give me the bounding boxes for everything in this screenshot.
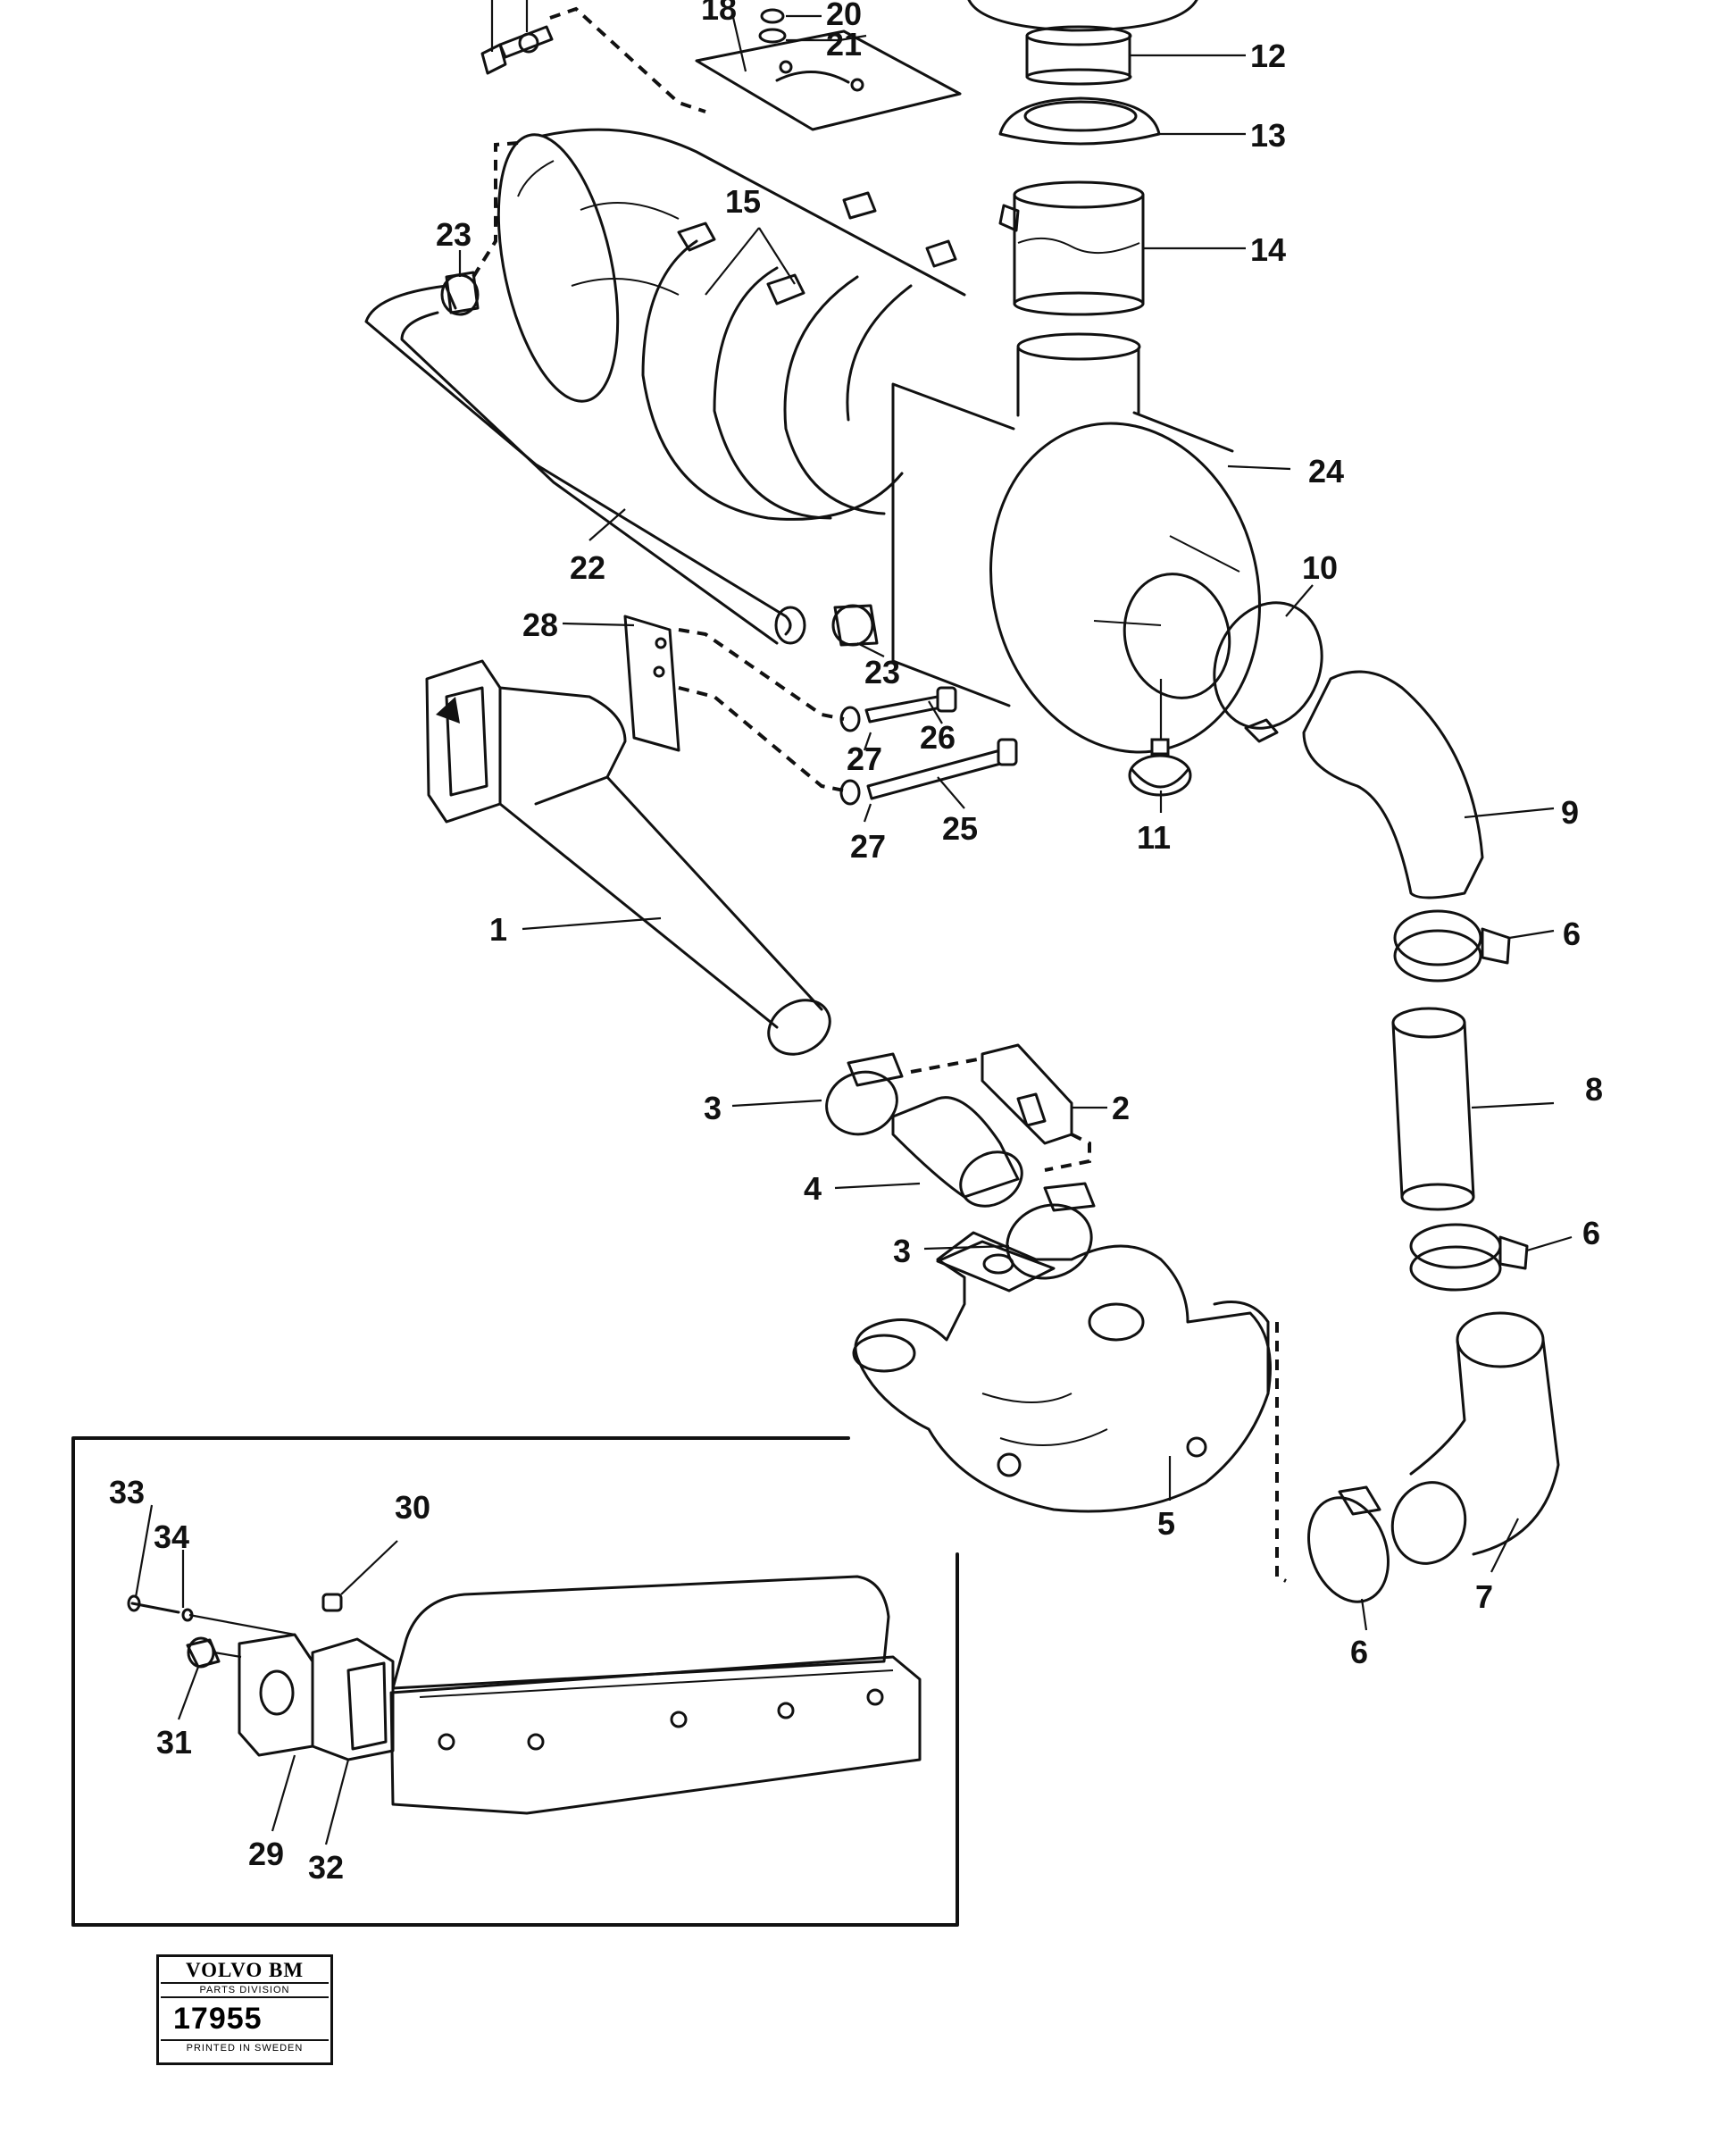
callout-31: 31 [156,1724,192,1761]
callout-28: 28 [522,607,558,643]
callout-9: 9 [1561,794,1579,831]
callout-12: 12 [1250,38,1286,74]
turbocharger-assembly [825,1043,1272,1513]
callout-27-upper: 27 [847,740,882,777]
callout-6-lower: 6 [1350,1634,1368,1670]
callout-15: 15 [725,183,761,220]
callout-14: 14 [1250,231,1286,268]
stamp-division: PARTS DIVISION [161,1984,329,1998]
callout-11: 11 [1137,819,1171,856]
callout-21: 21 [826,26,862,63]
callout-numbers: 18 20 21 12 13 14 15 23 24 22 10 28 23 2… [109,0,1603,1886]
callout-7: 7 [1475,1578,1493,1615]
callout-10: 10 [1302,549,1338,586]
intake-pipe-assembly [425,615,1018,1056]
callout-27-lower: 27 [850,828,886,865]
dust-valve-11 [1128,679,1192,797]
callout-13: 13 [1250,117,1286,154]
callout-29: 29 [248,1836,284,1872]
air-cleaner-assembly [472,0,1261,754]
callout-22: 22 [570,549,605,586]
callout-2: 2 [1112,1090,1130,1126]
callout-3-upper: 3 [704,1090,722,1126]
stamp-brand: VOLVO BM [161,1959,329,1984]
callout-30: 30 [395,1489,430,1526]
callout-23-lower: 23 [864,654,900,690]
callout-34: 34 [154,1518,189,1555]
callout-18: 18 [701,0,737,27]
stamp-number: 17955 [161,1998,329,2041]
callout-32: 32 [308,1849,344,1886]
inset-manifold-detail [71,1436,959,1927]
callout-23-upper: 23 [436,216,472,253]
callout-1: 1 [489,911,507,948]
callout-8: 8 [1585,1071,1603,1108]
callout-4: 4 [804,1170,822,1207]
callout-6-middle: 6 [1582,1215,1600,1251]
callout-5: 5 [1157,1505,1175,1542]
volvo-bm-stamp: VOLVO BM PARTS DIVISION 17955 PRINTED IN… [156,1954,333,2065]
outlet-piping [1213,601,1560,1603]
leader-lines [134,13,1573,1845]
callout-24: 24 [1308,453,1344,489]
hose-22-assembly [364,271,879,647]
callout-25: 25 [942,810,978,847]
callout-26: 26 [920,719,956,756]
stamp-printed: PRINTED IN SWEDEN [186,2043,304,2054]
callout-3-lower: 3 [893,1233,911,1269]
callout-33: 33 [109,1474,145,1510]
callout-6-upper: 6 [1563,916,1581,952]
callout-20: 20 [826,0,862,32]
